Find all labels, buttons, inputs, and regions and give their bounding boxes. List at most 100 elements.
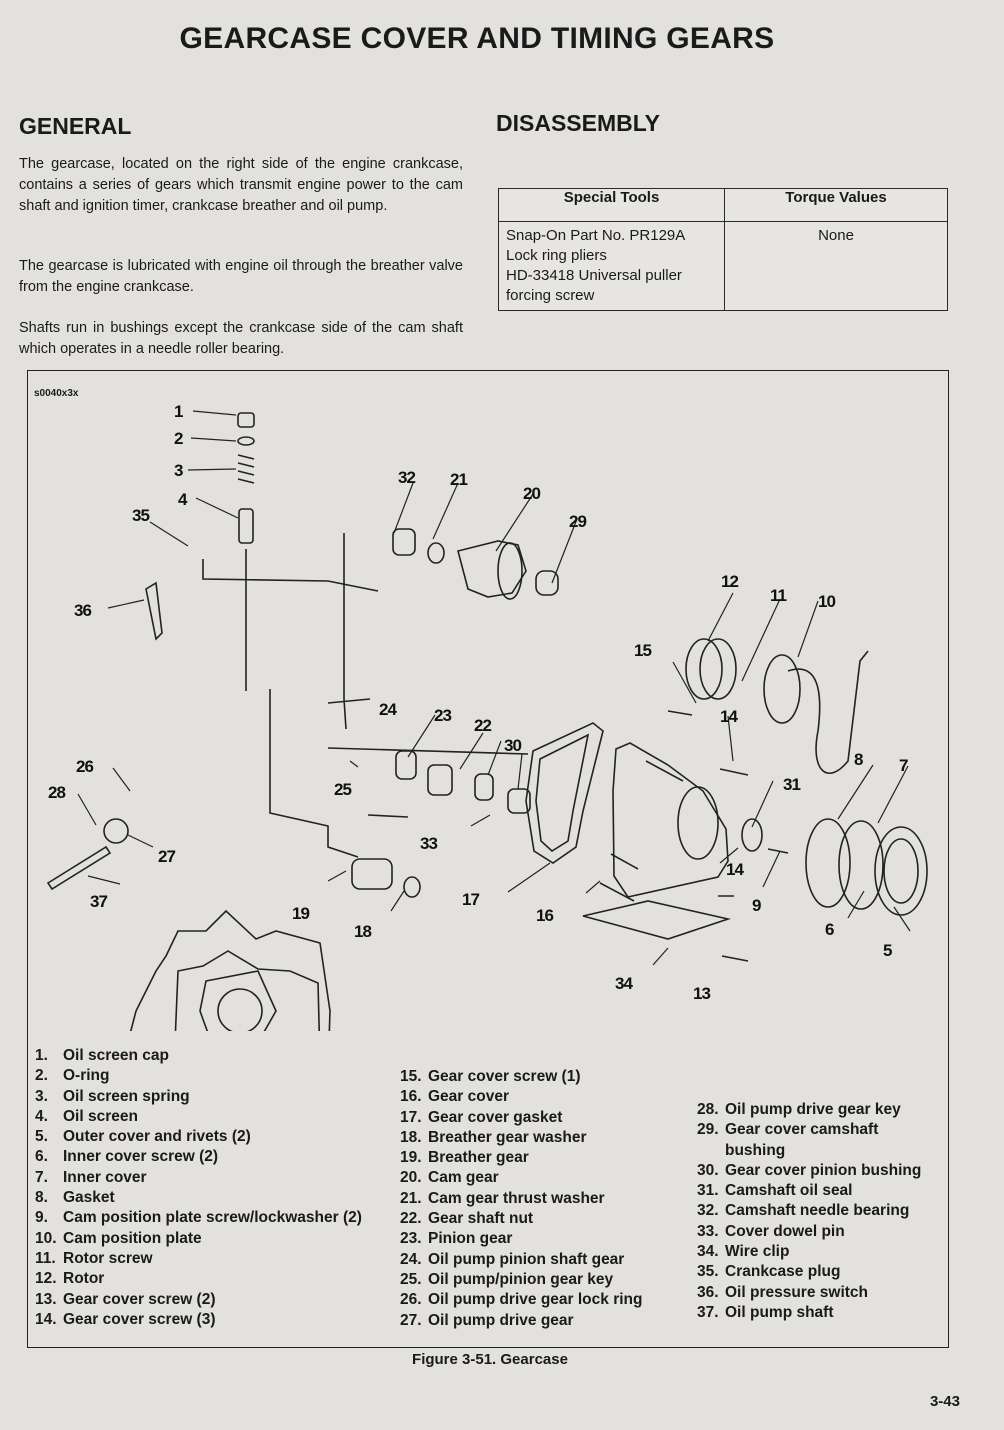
rotor xyxy=(685,638,723,700)
callout-19: 19 xyxy=(292,904,309,923)
callout-14: 14 xyxy=(720,707,738,726)
legend-item: 2.O-ring xyxy=(35,1067,110,1085)
callout-8: 8 xyxy=(854,750,863,769)
tool-1: Snap-On Part No. PR129A Lock ring pliers xyxy=(506,227,685,264)
callout-4: 4 xyxy=(178,490,188,509)
callout-9: 9 xyxy=(752,896,761,915)
legend-item: 8.Gasket xyxy=(35,1189,115,1207)
callout-35: 35 xyxy=(132,506,149,525)
legend-item: 11.Rotor screw xyxy=(35,1249,153,1267)
callout-10: 10 xyxy=(818,592,835,611)
figure-code: s0040x3x xyxy=(34,388,79,399)
callout-32: 32 xyxy=(398,468,415,487)
legend-item: 35.Crankcase plug xyxy=(697,1263,841,1281)
legend-item: 10.Cam position plate xyxy=(35,1229,202,1247)
page-title: GEARCASE COVER AND TIMING GEARS xyxy=(179,22,775,55)
legend-item: 9.Cam position plate screw/lockwasher (2… xyxy=(35,1209,362,1227)
legend-item: 7.Inner cover xyxy=(35,1168,147,1186)
cam-position-plate xyxy=(763,654,801,724)
callout-1: 1 xyxy=(174,402,183,421)
legend-item: 28.Oil pump drive gear key xyxy=(697,1101,901,1118)
tools-cell: Snap-On Part No. PR129A Lock ring pliers… xyxy=(498,221,725,311)
legend-item: 3.Oil screen spring xyxy=(35,1087,190,1105)
callout-7: 7 xyxy=(899,756,908,775)
callout-14b: 14 xyxy=(726,860,744,879)
legend-item: 18.Breather gear washer xyxy=(400,1128,587,1146)
callout-15: 15 xyxy=(634,641,651,660)
legend-item: 26.Oil pump drive gear lock ring xyxy=(400,1291,643,1309)
callout-3: 3 xyxy=(174,461,183,480)
callout-11: 11 xyxy=(770,586,787,605)
legend-item: 21.Cam gear thrust washer xyxy=(400,1189,605,1207)
callout-30: 30 xyxy=(504,736,521,755)
legend-item: 16.Gear cover xyxy=(400,1088,509,1106)
torque-header: Torque Values xyxy=(724,188,948,222)
disassembly-heading: DISASSEMBLY xyxy=(496,110,661,136)
callout-34: 34 xyxy=(615,974,633,993)
callout-26: 26 xyxy=(76,757,93,776)
callout-18: 18 xyxy=(354,922,371,941)
legend-item: 4.Oil screen xyxy=(35,1107,138,1125)
legend-item: 23.Pinion gear xyxy=(400,1230,513,1248)
torque-value: None xyxy=(724,221,948,311)
oil-pump-drive-gear xyxy=(103,818,129,844)
special-tools-table: Special Tools Torque Values Snap-On Part… xyxy=(498,188,948,311)
tools-header: Special Tools xyxy=(498,188,725,222)
inner-cover xyxy=(838,820,884,910)
gear-cover xyxy=(612,742,729,898)
figure-frame: s0040x3x xyxy=(27,370,949,1348)
figure-caption: Figure 3-51. Gearcase xyxy=(412,1351,568,1368)
callout-2: 2 xyxy=(174,429,183,448)
callout-13: 13 xyxy=(693,984,710,1003)
callout-37: 37 xyxy=(90,892,107,911)
outer-cover xyxy=(874,826,928,916)
callout-33: 33 xyxy=(420,834,437,853)
callout-24: 24 xyxy=(379,700,397,719)
callout-6: 6 xyxy=(825,920,834,939)
callout-28: 28 xyxy=(48,783,65,802)
legend-item: 5.Outer cover and rivets (2) xyxy=(35,1128,251,1146)
gasket-8 xyxy=(805,818,851,908)
general-paragraph-2: The gearcase is lubricated with engine o… xyxy=(19,258,463,295)
page-number: 3-43 xyxy=(929,1393,960,1410)
exploded-view-diagram xyxy=(46,410,928,1031)
legend-item: 30.Gear cover pinion bushing xyxy=(697,1161,922,1179)
legend-item: 34.Wire clip xyxy=(697,1243,790,1261)
callout-36: 36 xyxy=(74,601,91,620)
callout-16: 16 xyxy=(536,906,553,925)
callout-17: 17 xyxy=(462,890,479,909)
legend-item: 32.Camshaft needle bearing xyxy=(697,1202,910,1220)
legend-item: 6.Inner cover screw (2) xyxy=(35,1148,219,1166)
legend-item: 14.Gear cover screw (3) xyxy=(35,1310,216,1328)
legend-item: 25.Oil pump/pinion gear key xyxy=(400,1270,614,1288)
legend-column-2: 15.Gear cover screw (1) 16.Gear cover 17… xyxy=(400,1067,642,1331)
legend-item: 22.Gear shaft nut xyxy=(400,1210,534,1228)
legend-item: 27.Oil pump drive gear xyxy=(400,1311,574,1329)
legend-item: 31.Camshaft oil seal xyxy=(697,1182,853,1200)
legend-column-1: 1.Oil screen cap 2.O-ring 3.Oil screen s… xyxy=(35,1046,362,1330)
callout-layer: 1 2 3 4 35 36 32 21 20 29 12 11 10 15 14… xyxy=(48,402,909,1003)
legend-item: 17.Gear cover gasket xyxy=(400,1108,563,1126)
legend-item: 33.Cover dowel pin xyxy=(697,1222,845,1240)
crankcase-outline xyxy=(129,909,331,1031)
legend-item: 19.Breather gear xyxy=(400,1149,529,1167)
legend-item: 13.Gear cover screw (2) xyxy=(35,1290,216,1308)
legend-item: 36.Oil pressure switch xyxy=(697,1283,868,1301)
legend-item: 24.Oil pump pinion shaft gear xyxy=(400,1250,625,1268)
callout-22: 22 xyxy=(474,716,491,735)
callout-31: 31 xyxy=(783,775,800,794)
legend-item: 12.Rotor xyxy=(35,1270,105,1288)
callout-27: 27 xyxy=(158,847,175,866)
legend-column-3: 28.Oil pump drive gear key 29.Gear cover… xyxy=(697,1100,921,1323)
callout-20: 20 xyxy=(523,484,540,503)
legend-item: 1.Oil screen cap xyxy=(35,1047,169,1064)
thrust-washer xyxy=(427,542,445,564)
general-paragraph-3: Shafts run in bushings except the crankc… xyxy=(19,320,463,357)
general-paragraph-1: The gearcase, located on the right side … xyxy=(19,156,463,214)
callout-12: 12 xyxy=(721,572,738,591)
callout-29: 29 xyxy=(569,512,586,531)
general-heading: GENERAL xyxy=(19,113,132,139)
legend-item: 15.Gear cover screw (1) xyxy=(400,1068,581,1085)
